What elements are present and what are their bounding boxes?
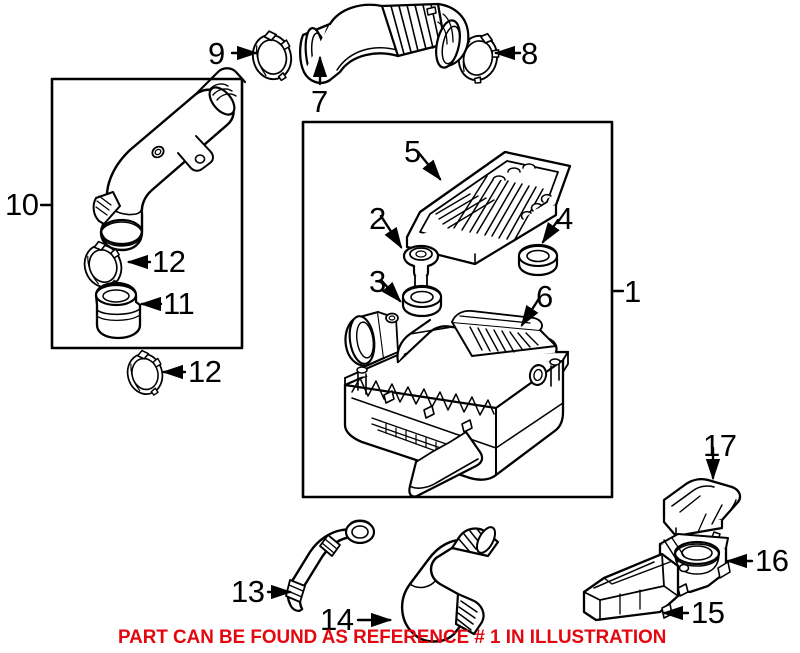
part-4-mounting-grommet-upper [517,243,559,277]
part-13-crankcase-breather-hose [285,519,376,612]
callout-label-8: 8 [521,36,538,71]
part-3-mounting-grommet-lower [401,284,443,318]
callout-label-12-upper: 12 [152,244,186,279]
leader-2 [379,214,403,250]
part-17-resonator-cover [662,478,742,541]
reference-note: PART CAN BE FOUND AS REFERENCE # 1 IN IL… [118,627,667,648]
callout-label-16: 16 [755,543,789,578]
part-14-air-inlet-duct [401,526,500,643]
part-6-air-cleaner-housing [343,309,570,498]
part-10-air-intake-pipe [92,67,247,252]
part-9-hose-clamp-left [246,26,299,87]
callout-label-17: 17 [703,428,737,463]
callout-label-10: 10 [5,187,39,222]
callout-label-12-lower: 12 [188,354,222,389]
leader-4 [541,218,560,244]
leader-3 [379,278,402,303]
callout-label-13: 13 [231,574,265,609]
callout-label-15: 15 [691,595,725,630]
part-7-air-intake-hose [298,2,470,84]
part-15-air-guide-duct [582,552,680,622]
leader-5 [416,150,442,181]
callout-label-14: 14 [320,602,354,637]
part-11-rubber-connector-sleeve [94,281,142,340]
leader-6 [520,295,542,328]
callout-label-11: 11 [163,286,195,321]
callout-label-3: 3 [369,264,386,299]
callout-leaders [39,45,754,628]
part-12-hose-clamp-lower [121,345,170,402]
callout-label-9: 9 [208,36,225,71]
callout-label-1: 1 [624,274,641,309]
callout-label-6: 6 [536,279,553,314]
callout-label-4: 4 [556,201,573,236]
callout-label-7: 7 [311,84,328,119]
callout-label-5: 5 [404,134,421,169]
part-5-air-filter-element [405,150,572,266]
callout-label-2: 2 [369,201,386,236]
